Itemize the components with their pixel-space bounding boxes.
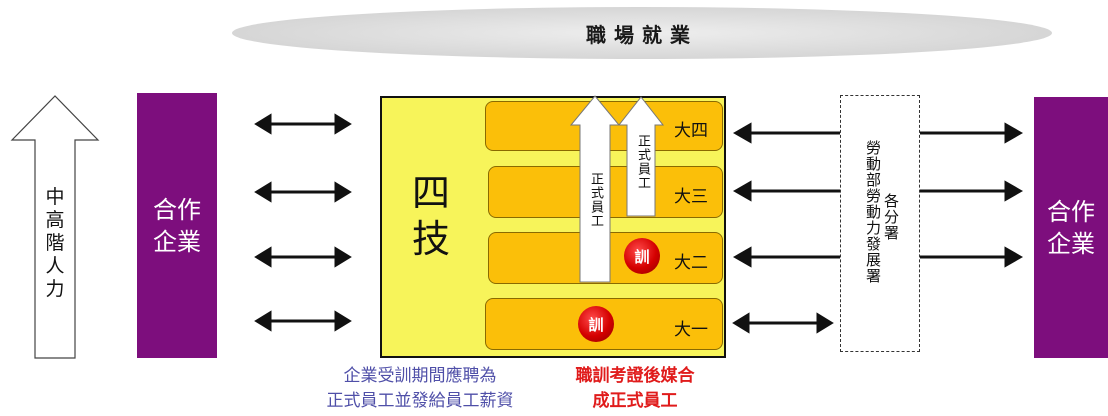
year-label: 大三 [674, 187, 708, 207]
year-label: 大四 [674, 121, 708, 141]
caption-vocational-matching: 職訓考證後媒合 成正式員工 [545, 364, 725, 414]
caption-red-line: 職訓考證後媒合 [575, 366, 695, 386]
caption-blue-line: 企業受訓期間應聘為 [343, 366, 497, 386]
agency-name: 勞動部勞動力發展署 [864, 140, 882, 284]
partner-left-label: 合作 企業 [153, 195, 201, 256]
caption-enterprise-training: 企業受訓期間應聘為 正式員工並發給員工薪資 [270, 364, 570, 414]
up-arrow-long [569, 95, 621, 283]
arrow-text-short: 正式員工 [635, 134, 650, 190]
year-label: 大二 [674, 253, 708, 273]
caption-blue-line: 正式員工並發給員工薪資 [326, 391, 514, 411]
four-year-tech-title: 四 技 [412, 171, 451, 261]
labor-agency-box [840, 95, 920, 352]
banner-title: 職場就業 [586, 22, 698, 47]
training-badge: 訓 [578, 306, 614, 342]
agency-branches: 各分署 [882, 193, 900, 241]
year-label: 大一 [674, 320, 708, 340]
training-badge: 訓 [624, 238, 660, 274]
partner-company-left: 合作 企業 [137, 93, 217, 358]
arrow-text-long: 正式員工 [588, 172, 603, 228]
partner-company-right: 合作 企業 [1034, 97, 1108, 358]
high-level-talent-label: 中 高 階 人 力 [45, 186, 65, 300]
partner-right-label: 合作 企業 [1047, 197, 1095, 258]
upward-hollow-arrow [10, 95, 100, 359]
employment-banner: 職場就業 [232, 7, 1052, 59]
caption-red-line: 成正式員工 [592, 391, 678, 411]
up-arrow-short [617, 96, 665, 217]
